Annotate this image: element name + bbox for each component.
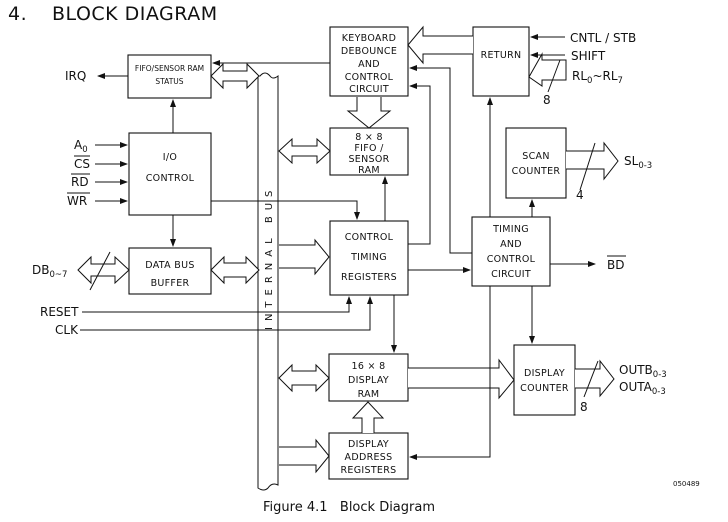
label-wr: WR xyxy=(67,194,87,208)
display-ram-block: 16 × 8 DISPLAY RAM xyxy=(328,353,409,402)
svg-text:SENSOR: SENSOR xyxy=(348,154,389,165)
svg-text:STATUS: STATUS xyxy=(155,77,183,86)
bus-label: INTERNAL BUS xyxy=(264,185,275,330)
label-outa: OUTA0-3 xyxy=(619,380,666,397)
scan-counter-block: SCAN COUNTER xyxy=(505,127,567,199)
bus-arrow-return-keyboard xyxy=(407,25,473,65)
svg-text:DEBOUNCE: DEBOUNCE xyxy=(341,46,397,57)
svg-text:RAM: RAM xyxy=(358,389,380,400)
label-rl: RL0~RL7 xyxy=(572,69,623,86)
label-bd: BD xyxy=(607,258,624,272)
svg-text:8 × 8: 8 × 8 xyxy=(355,132,383,143)
label-irq: IRQ xyxy=(65,69,86,83)
bus-arrow-data-buffer xyxy=(210,255,260,285)
svg-text:ADDRESS: ADDRESS xyxy=(345,452,393,463)
svg-text:COUNTER: COUNTER xyxy=(520,383,569,394)
page-title: BLOCK DIAGRAM xyxy=(52,3,218,25)
label-shift: SHIFT xyxy=(571,49,606,63)
svg-text:DATA BUS: DATA BUS xyxy=(145,260,194,271)
display-counter-block: DISPLAY COUNTER xyxy=(513,344,576,416)
label-outb: OUTB0-3 xyxy=(619,363,667,380)
bus-arrow-sl xyxy=(566,141,619,181)
svg-text:BUFFER: BUFFER xyxy=(151,278,190,289)
svg-text:SCAN: SCAN xyxy=(522,151,549,162)
svg-text:DISPLAY: DISPLAY xyxy=(524,368,565,379)
svg-text:RETURN: RETURN xyxy=(481,50,522,61)
control-timing-registers-block: CONTROL TIMING REGISTERS xyxy=(329,220,409,296)
svg-text:DISPLAY: DISPLAY xyxy=(348,375,389,386)
return-block: RETURN xyxy=(472,26,530,97)
display-address-registers-block: DISPLAY ADDRESS REGISTERS xyxy=(328,432,409,480)
out-width-slash xyxy=(583,360,599,398)
label-db: DB0~7 xyxy=(32,263,67,280)
label-clk: CLK xyxy=(55,323,79,337)
bus-arrow-fifo-status xyxy=(210,62,260,90)
svg-text:FIFO/SENSOR RAM: FIFO/SENSOR RAM xyxy=(135,64,204,73)
svg-text:REGISTERS: REGISTERS xyxy=(341,465,397,476)
svg-text:CONTROL: CONTROL xyxy=(487,254,536,265)
bus-arrow-ram-counter xyxy=(408,358,515,400)
bus-arrow-db xyxy=(77,255,130,285)
line-timing-keyboard xyxy=(409,65,472,254)
bus-arrow-out xyxy=(575,359,615,398)
svg-text:DISPLAY: DISPLAY xyxy=(348,439,389,450)
svg-text:CONTROL: CONTROL xyxy=(146,173,195,184)
label-sl: SL0-3 xyxy=(624,154,652,171)
section-number: 4. xyxy=(8,3,27,25)
svg-text:RAM: RAM xyxy=(358,165,380,176)
line-timing-address xyxy=(409,286,491,460)
label-rd: RD xyxy=(71,175,89,189)
fifo-sensor-ram-block: 8 × 8 FIFO / SENSOR RAM xyxy=(329,127,409,176)
line-reset xyxy=(82,296,352,313)
sl-width: 4 xyxy=(576,188,584,202)
bus-arrow-address-ram xyxy=(351,401,385,433)
svg-text:AND: AND xyxy=(358,59,380,70)
bus-arrow-fifo-ram xyxy=(278,137,331,165)
io-control-block: I/O CONTROL xyxy=(128,132,212,216)
svg-text:16 × 8: 16 × 8 xyxy=(352,361,386,372)
db-width-slash xyxy=(89,251,111,291)
timing-control-circuit-block: TIMING AND CONTROL CIRCUIT xyxy=(471,216,551,287)
svg-text:FIFO /: FIFO / xyxy=(354,143,384,154)
label-reset: RESET xyxy=(40,305,79,319)
svg-text:CIRCUIT: CIRCUIT xyxy=(491,269,531,280)
label-a0: A0 xyxy=(74,138,88,155)
keyboard-debounce-block: KEYBOARD DEBOUNCE AND CONTROL CIRCUIT xyxy=(329,26,409,97)
bus-arrow-display-address xyxy=(279,438,330,474)
document-code: 050489 xyxy=(673,480,700,488)
internal-bus: INTERNAL BUS xyxy=(257,72,279,491)
figure-caption: Figure 4.1 Block Diagram xyxy=(263,500,435,515)
svg-text:TIMING: TIMING xyxy=(350,252,387,263)
bus-arrow-rl xyxy=(528,52,567,87)
sl-width-slash xyxy=(579,142,596,191)
bus-arrow-control-timing xyxy=(279,238,330,276)
svg-text:AND: AND xyxy=(500,239,522,250)
out-width: 8 xyxy=(580,400,588,414)
data-bus-buffer-block: DATA BUS BUFFER xyxy=(128,247,212,295)
rl-width-slash xyxy=(547,59,561,93)
label-cs: CS xyxy=(74,157,90,171)
rl-width: 8 xyxy=(543,93,551,107)
svg-text:COUNTER: COUNTER xyxy=(512,166,561,177)
label-cntl-stb: CNTL / STB xyxy=(570,31,636,45)
svg-text:CIRCUIT: CIRCUIT xyxy=(349,84,389,95)
svg-text:CONTROL: CONTROL xyxy=(345,232,394,243)
svg-text:KEYBOARD: KEYBOARD xyxy=(342,33,397,44)
svg-text:I/O: I/O xyxy=(163,152,177,163)
svg-text:CONTROL: CONTROL xyxy=(345,72,394,83)
svg-text:TIMING: TIMING xyxy=(492,224,529,235)
line-clk xyxy=(80,296,373,331)
line-ctrl-keyboard xyxy=(408,83,431,245)
line-io-control-timing xyxy=(211,200,360,220)
fifo-status-block: FIFO/SENSOR RAM STATUS xyxy=(127,54,212,99)
bus-arrow-display-ram xyxy=(278,363,330,393)
svg-text:REGISTERS: REGISTERS xyxy=(341,272,397,283)
bus-arrow-keyboard-fifo xyxy=(346,97,392,129)
